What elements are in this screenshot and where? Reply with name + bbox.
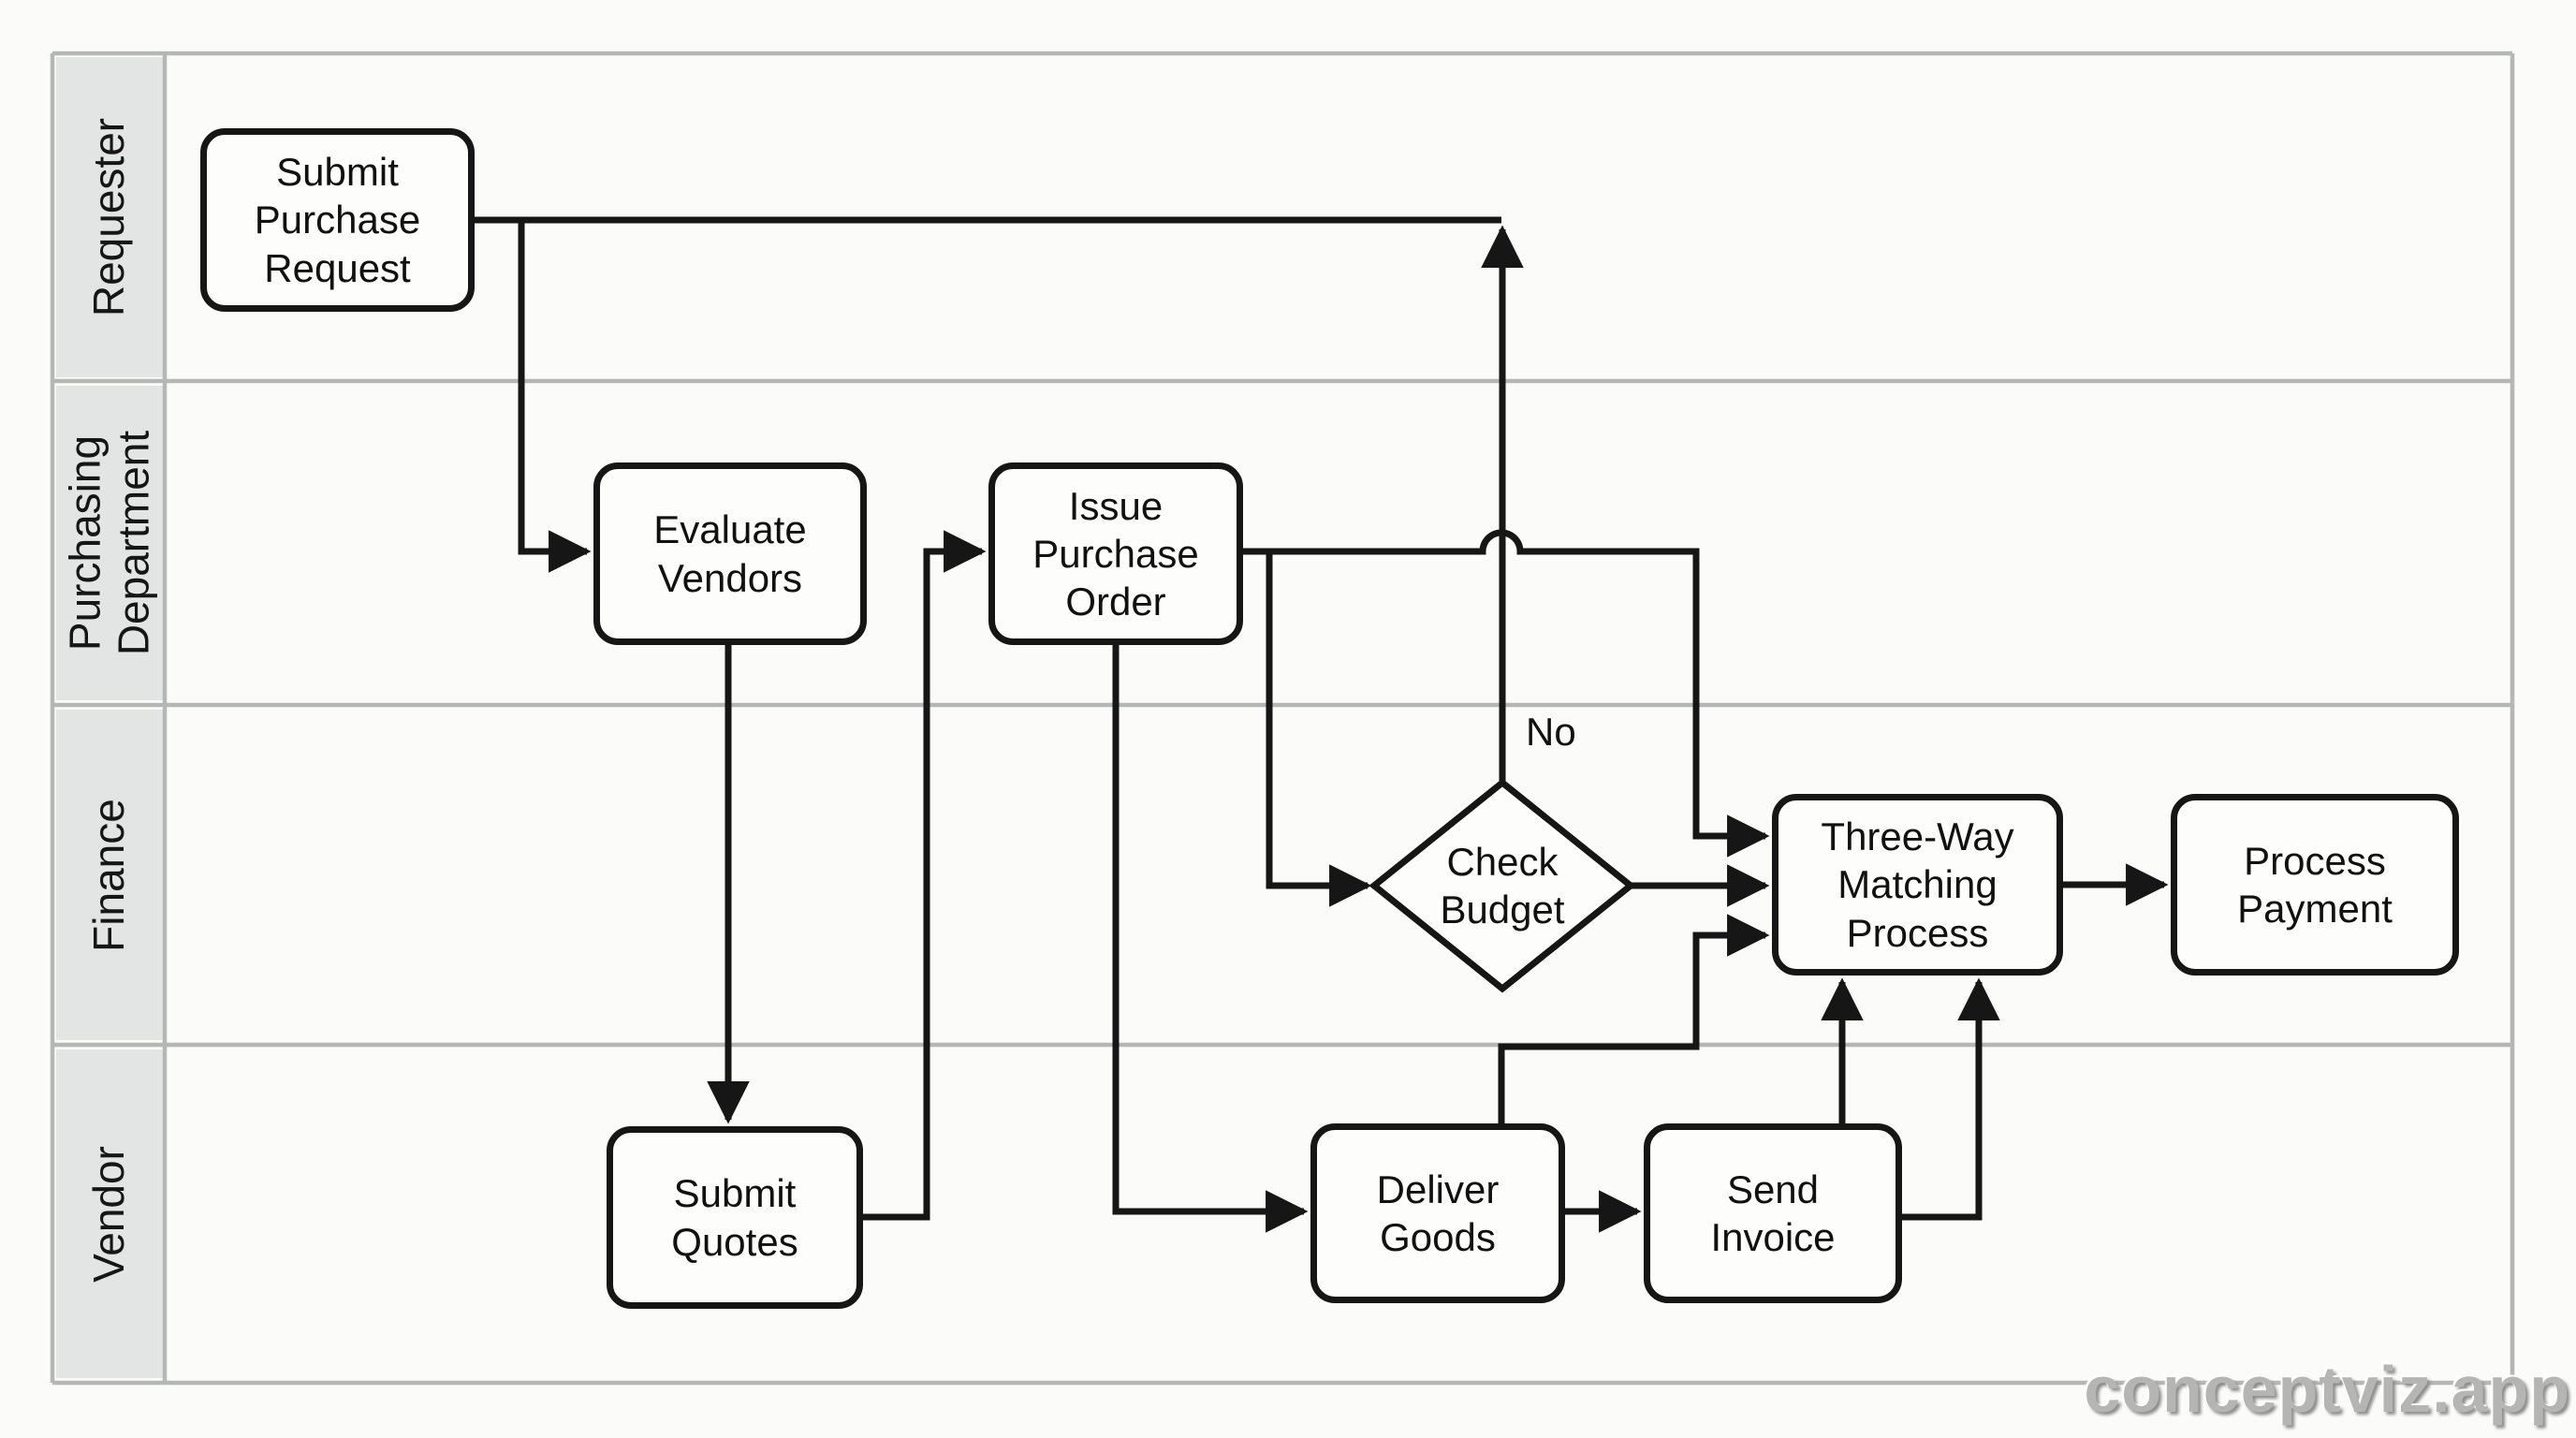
lane-label-purchasing: Purchasing Department — [60, 430, 157, 656]
edge-submit-request-to-evaluate-vendors — [518, 220, 592, 573]
lane-cell-vendor — [56, 1049, 163, 1378]
lane-label-finance: Finance — [84, 799, 134, 952]
node-check-budget-label: Check Budget — [1440, 839, 1565, 932]
edge-issue-po-to-check-budget — [1243, 548, 1372, 907]
lane-cell-finance — [56, 710, 163, 1040]
edge-issue-po-to-deliver-goods — [1112, 645, 1309, 1233]
node-submit-purchase-request: Submit Purchase Request — [200, 128, 475, 312]
node-send-invoice: Send Invoice — [1644, 1123, 1902, 1303]
edge-label-no: No — [1526, 710, 1576, 754]
lane-label-requester: Requester — [84, 117, 134, 317]
watermark: conceptviz.app — [2084, 1353, 2570, 1426]
node-issue-purchase-order: Issue Purchase Order — [988, 462, 1243, 645]
check-budget-diamond — [1368, 778, 1636, 993]
node-process-payment: Process Payment — [2171, 794, 2459, 976]
node-three-way-matching: Three-Way Matching Process — [1772, 794, 2063, 976]
node-submit-quotes: Submit Quotes — [607, 1126, 863, 1309]
edge-submit-quotes-to-issue-po — [863, 530, 987, 1221]
lane-label-vendor: Vendor — [84, 1146, 134, 1283]
lane-cell-purchasing — [56, 386, 163, 700]
node-evaluate-vendors: Evaluate Vendors — [593, 462, 867, 645]
edge-deliver-goods-to-three-way-matching — [1498, 914, 1770, 1123]
node-deliver-goods: Deliver Goods — [1310, 1123, 1565, 1303]
lane-cell-requester — [56, 57, 163, 377]
edge-send-invoice-to-three-way-matching-side — [1902, 977, 2000, 1221]
